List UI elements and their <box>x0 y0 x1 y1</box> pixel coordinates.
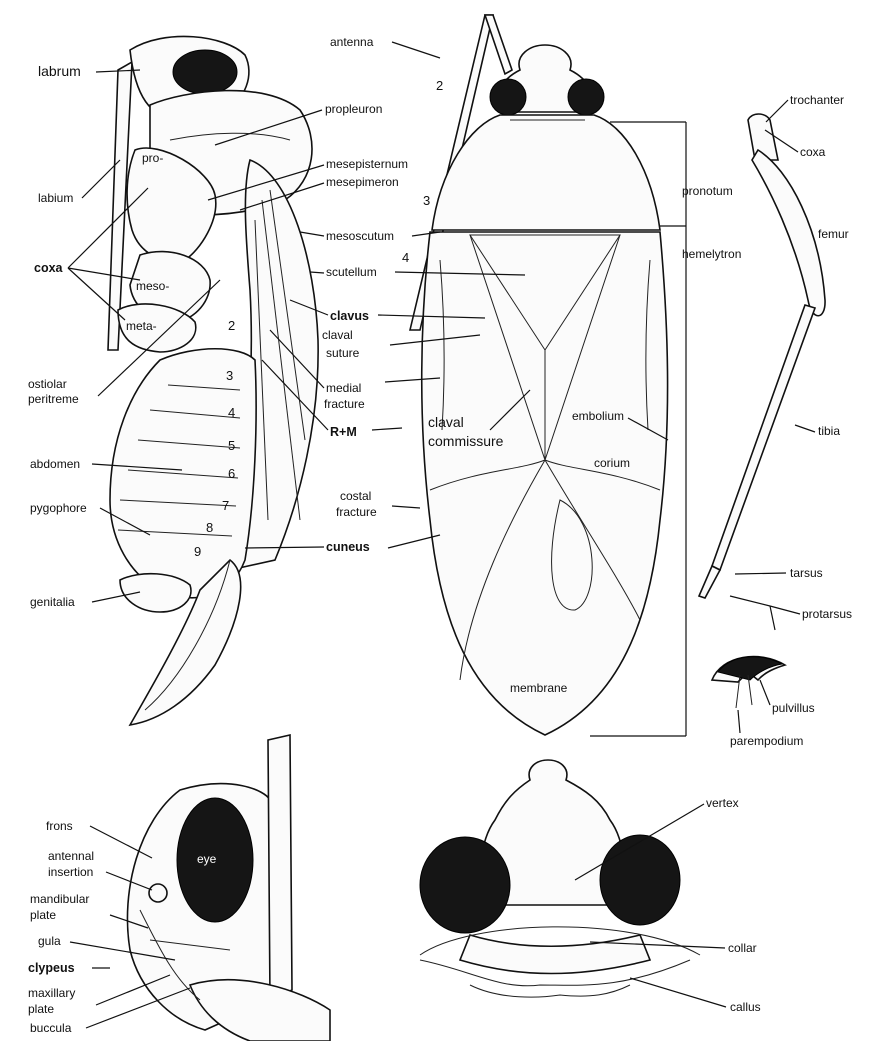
label-costal-fracture: fracture <box>336 505 377 519</box>
label-femur: femur <box>818 227 849 241</box>
segment-number: 4 <box>228 405 235 420</box>
segment-number: 3 <box>226 368 233 383</box>
label-coxa-leg: coxa <box>800 145 826 159</box>
label-clavus: clavus <box>330 309 369 323</box>
label-antenna: antenna <box>330 35 374 49</box>
label-labrum: labrum <box>38 63 81 79</box>
label-suture: suture <box>326 346 360 360</box>
head-eye-left <box>420 837 510 933</box>
label-labium: labium <box>38 191 73 205</box>
segment-number: 9 <box>194 544 201 559</box>
lateral-view: 2 3 4 5 6 7 8 9 labrum labium coxa pro- … <box>28 36 318 725</box>
label-plate: plate <box>30 908 56 922</box>
label-maxillary-plate: plate <box>28 1002 54 1016</box>
label-medial: medial <box>326 381 361 395</box>
label-pro: pro- <box>142 151 163 165</box>
antenna-segment-number: 2 <box>436 78 443 93</box>
label-insertion: insertion <box>48 865 93 879</box>
label-ostiolar: ostiolar <box>28 377 67 391</box>
antenna-segment-number: 3 <box>423 193 430 208</box>
label-collar: collar <box>728 941 757 955</box>
label-tarsus: tarsus <box>790 566 823 580</box>
label-membrane: membrane <box>510 681 568 695</box>
label-trochanter: trochanter <box>790 93 844 107</box>
label-claval-comm-2: commissure <box>428 433 504 449</box>
label-protarsus: protarsus <box>802 607 852 621</box>
label-mesoscutum: mesoscutum <box>326 229 394 243</box>
head-dorsal-view: vertex collar callus <box>420 760 761 1014</box>
label-hemelytron: hemelytron <box>682 247 741 261</box>
label-corium: corium <box>594 456 630 470</box>
head-eye-right <box>600 835 680 925</box>
label-scutellum: scutellum <box>326 265 377 279</box>
label-buccula: buccula <box>30 1021 72 1035</box>
label-propleuron: propleuron <box>325 102 382 116</box>
label-fracture: fracture <box>324 397 365 411</box>
label-gula: gula <box>38 934 61 948</box>
dorsal-eye-left <box>490 79 526 115</box>
label-pronotum: pronotum <box>682 184 733 198</box>
segment-number: 6 <box>228 466 235 481</box>
label-costal: costal <box>340 489 371 503</box>
label-cuneus: cuneus <box>326 540 370 554</box>
antenna-segment-number: 4 <box>402 250 409 265</box>
label-pygophore: pygophore <box>30 501 87 515</box>
segment-number: 2 <box>228 318 235 333</box>
label-clypeus: clypeus <box>28 961 75 975</box>
label-abdomen: abdomen <box>30 457 80 471</box>
label-meta: meta- <box>126 319 157 333</box>
segment-number: 5 <box>228 438 235 453</box>
label-callus: callus <box>730 1000 761 1014</box>
label-frons: frons <box>46 819 73 833</box>
label-claval-comm-1: claval <box>428 414 464 430</box>
label-mesepimeron: mesepimeron <box>326 175 399 189</box>
dorsal-eye-right <box>568 79 604 115</box>
label-mesepisternum: mesepisternum <box>326 157 408 171</box>
label-coxa: coxa <box>34 261 64 275</box>
label-meso: meso- <box>136 279 169 293</box>
label-vertex: vertex <box>706 796 739 810</box>
label-claval: claval <box>322 328 353 342</box>
head-lateral-view: eye frons antennal insertion mandibular … <box>28 735 330 1041</box>
label-pulvillus: pulvillus <box>772 701 815 715</box>
label-parempodium: parempodium <box>730 734 803 748</box>
label-genitalia: genitalia <box>30 595 75 609</box>
lateral-eye <box>173 50 237 94</box>
label-eye: eye <box>197 852 217 866</box>
label-embolium: embolium <box>572 409 624 423</box>
label-mandibular: mandibular <box>30 892 89 906</box>
segment-number: 7 <box>222 498 229 513</box>
label-rm: R+M <box>330 425 357 439</box>
label-antennal: antennal <box>48 849 94 863</box>
label-tibia: tibia <box>818 424 840 438</box>
antennal-socket <box>149 884 167 902</box>
label-maxillary: maxillary <box>28 986 75 1000</box>
label-peritreme: peritreme <box>28 392 79 406</box>
segment-number: 8 <box>206 520 213 535</box>
